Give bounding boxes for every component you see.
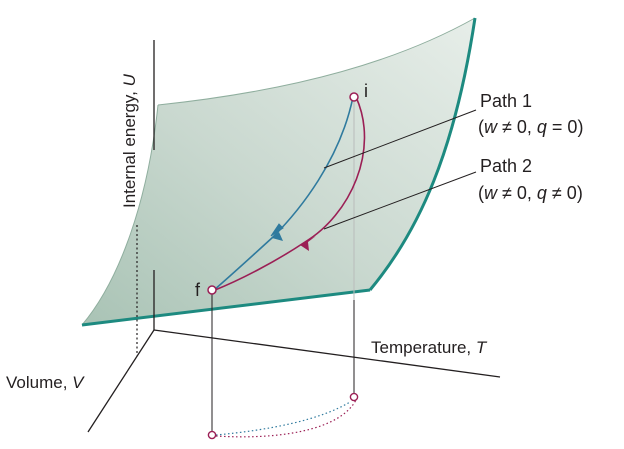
path-2-arrowhead	[300, 236, 316, 251]
path-1-arrowhead	[272, 226, 286, 241]
point-i	[349, 92, 359, 102]
surface-top-edge	[157, 17, 476, 106]
path-1-name: Path 1	[480, 91, 532, 111]
projected-path-2	[215, 399, 357, 438]
path-2-curve	[214, 96, 366, 291]
path-1-arrow	[270, 223, 284, 237]
u-axis-label: Internal energy, U	[120, 73, 139, 208]
projected-point-f	[207, 430, 217, 440]
surface-bottom-edge	[81, 288, 371, 327]
energy-surface	[82, 18, 475, 325]
t-axis-label: Temperature, T	[371, 338, 488, 357]
path-2-name: Path 2	[480, 156, 532, 176]
point-i-label: i	[364, 81, 368, 101]
leader-path-2	[323, 171, 477, 230]
point-f	[207, 285, 217, 295]
point-f-label: f	[195, 280, 201, 300]
v-axis	[87, 329, 155, 433]
v-axis-label: Volume, V	[6, 373, 85, 392]
leader-path-1	[323, 109, 477, 169]
path-1-condition: (w ≠ 0, q = 0)	[478, 117, 583, 137]
surface-right-edge	[368, 17, 477, 291]
projected-path-1	[215, 401, 351, 436]
path-2-condition: (w ≠ 0, q ≠ 0)	[478, 183, 583, 203]
projected-point-i	[349, 392, 359, 402]
